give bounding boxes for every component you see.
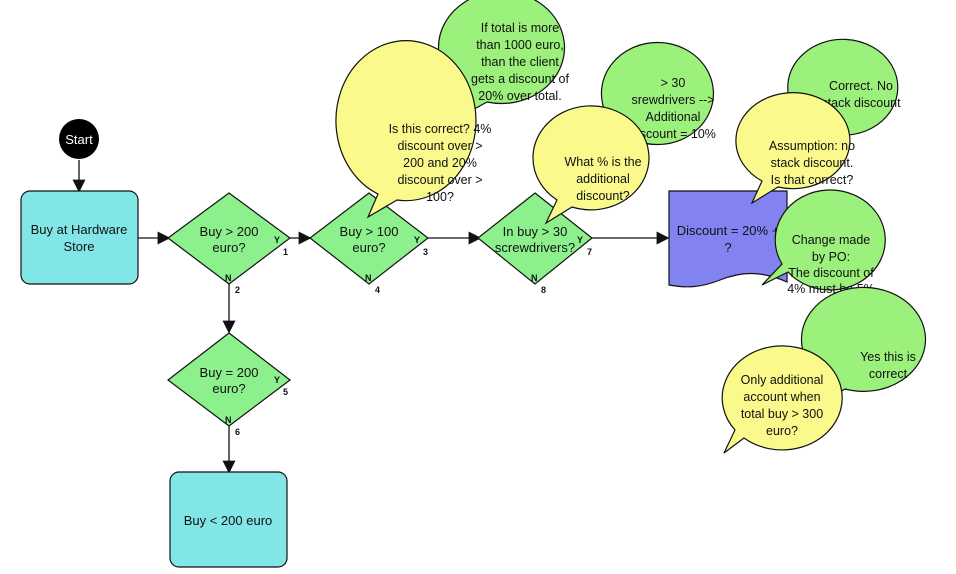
decision-buy-equals-200: Buy = 200 euro? Y 5 N 6 (167, 332, 291, 437)
note-line: Change made (792, 233, 871, 247)
step-number: 5 (283, 387, 288, 397)
step-number: 7 (587, 247, 592, 257)
note-line: stack discount. (771, 156, 854, 170)
step-number: 2 (235, 285, 240, 295)
decision-label-2: screwdrivers? (495, 240, 575, 255)
buy-hardware-node: Buy at Hardware Store (20, 190, 139, 285)
note-line: by PO: (812, 250, 850, 264)
yes-marker: Y (274, 235, 280, 245)
note-additional-question: What % is the additional discount? (532, 105, 650, 225)
start-node: Start (59, 119, 99, 159)
discount-result-node: Discount = 20% + ? (668, 190, 788, 288)
note-line: correct (869, 367, 908, 381)
note-po-change: Change made by PO: The discount of 4% mu… (761, 189, 886, 296)
discount-label-1: Discount = 20% + (677, 223, 780, 238)
connectors (72, 160, 670, 474)
discount-label-2: ? (724, 240, 731, 255)
note-line: discount over > (397, 139, 482, 153)
no-marker: N (531, 273, 538, 283)
yes-marker: Y (577, 235, 583, 245)
decision-label-1: Buy = 200 (200, 365, 259, 380)
note-line: euro? (766, 424, 798, 438)
yes-marker: Y (414, 235, 420, 245)
no-marker: N (225, 415, 232, 425)
note-line: account when (743, 390, 820, 404)
note-line: 100? (426, 190, 454, 204)
note-line: than the client (481, 55, 559, 69)
note-line: 200 and 20% (403, 156, 477, 170)
note-line: gets a discount of (471, 72, 570, 86)
decision-buy-over-200: Buy > 200 euro? Y 1 N 2 (166, 192, 292, 295)
decision-label-2: euro? (212, 240, 245, 255)
decision-buy-over-100: Buy > 100 euro? Y 3 N 4 (309, 192, 429, 295)
decision-label-2: euro? (352, 240, 385, 255)
note-line: Assumption: no (769, 139, 855, 153)
note-line: Is this correct? 4% (389, 122, 492, 136)
step-number: 1 (283, 247, 288, 257)
note-line: 20% over total. (478, 89, 561, 103)
note-line: additional (576, 172, 630, 186)
note-line: discount? (576, 189, 630, 203)
decision-label-1: In buy > 30 (503, 224, 568, 239)
decision-label-1: Buy > 100 (340, 224, 399, 239)
buy-hardware-label-2: Store (63, 239, 94, 254)
note-line: stack discount (821, 96, 901, 110)
step-number: 3 (423, 247, 428, 257)
note-line: discount = 10% (630, 127, 716, 141)
note-line: discount over > (397, 173, 482, 187)
note-stack-question: Assumption: no stack discount. Is that c… (735, 92, 855, 205)
note-only-additional-question: Only additional account when total buy >… (721, 345, 843, 454)
buy-less-200-node: Buy < 200 euro (169, 471, 288, 568)
note-line: Is that correct? (771, 173, 854, 187)
decision-label-1: Buy > 200 (200, 224, 259, 239)
note-line: srewdrivers --> (632, 93, 715, 107)
note-line: Additional (646, 110, 701, 124)
note-line: than 1000 euro, (476, 38, 564, 52)
note-line: The discount of (788, 266, 874, 280)
start-label: Start (65, 132, 93, 147)
note-four-percent-question: Is this correct? 4% discount over > 200 … (335, 40, 492, 219)
note-line: Yes this is (860, 350, 916, 364)
no-marker: N (365, 273, 372, 283)
note-line: If total is more (481, 21, 560, 35)
yes-marker: Y (274, 375, 280, 385)
step-number: 6 (235, 427, 240, 437)
decision-screwdrivers: In buy > 30 screwdrivers? Y 7 N 8 (477, 192, 593, 295)
decision-label-2: euro? (212, 381, 245, 396)
note-line: > 30 (661, 76, 686, 90)
buy-less-200-label: Buy < 200 euro (184, 513, 273, 528)
step-number: 8 (541, 285, 546, 295)
step-number: 4 (375, 285, 380, 295)
no-marker: N (225, 273, 232, 283)
note-line: What % is the (564, 155, 641, 169)
note-line: Only additional (741, 373, 824, 387)
note-line: Correct. No (829, 79, 893, 93)
note-line: total buy > 300 (741, 407, 823, 421)
buy-hardware-label-1: Buy at Hardware (31, 222, 128, 237)
